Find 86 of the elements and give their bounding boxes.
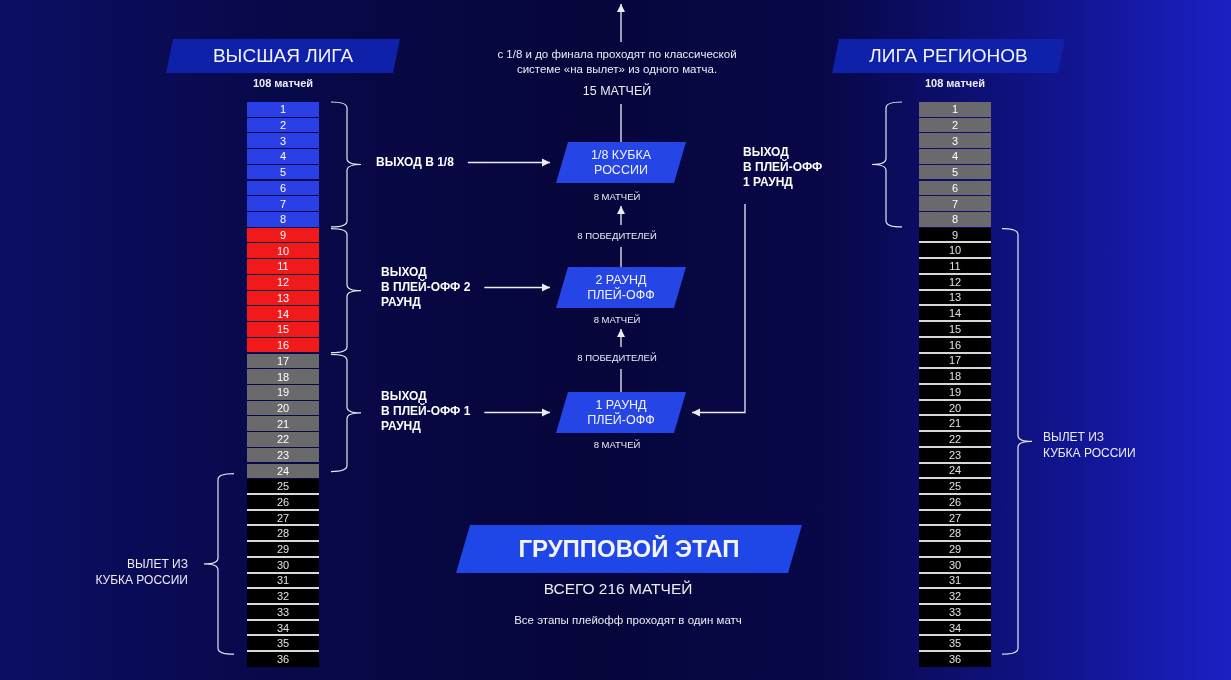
standing-row: 19: [247, 384, 319, 400]
standing-row: 3: [919, 133, 991, 149]
standing-row: 32: [247, 589, 319, 606]
standing-row: 33: [919, 605, 991, 621]
standing-row: 9: [247, 227, 319, 243]
standing-row: 13: [247, 290, 319, 306]
round-box: 1 РАУНД ПЛЕЙ-ОФФ: [556, 392, 686, 433]
qualification-label: ВЫХОД В ПЛЕЙ-ОФФ 1 РАУНД: [381, 389, 471, 434]
standing-row: 3: [247, 133, 319, 149]
standing-row: 36: [247, 652, 319, 667]
arrow: [617, 328, 625, 393]
standing-row: 21: [247, 416, 319, 431]
standing-row: 5: [247, 164, 319, 180]
standing-row: 9: [919, 227, 991, 244]
standing-row: 22: [919, 432, 991, 448]
stage-banner: ГРУППОВОЙ ЭТАП: [456, 525, 802, 573]
arrow: [617, 205, 625, 268]
qualification-label: ВЫХОД В ПЛЕЙ-ОФФ 1 РАУНД: [743, 145, 823, 190]
standing-row: 20: [247, 400, 319, 416]
standing-row: 11: [247, 259, 319, 274]
standing-row: 12: [247, 274, 319, 290]
elimination-label: ВЫЛЕТ ИЗ КУБКА РОССИИ: [1043, 429, 1136, 461]
standing-row: 5: [919, 164, 991, 180]
standing-row: 28: [247, 526, 319, 543]
standing-row: 6: [919, 180, 991, 196]
standing-row: 14: [919, 306, 991, 323]
arrow: [483, 283, 551, 292]
note-text: Все этапы плейофф проходят в один матч: [514, 613, 742, 628]
standing-row: 4: [919, 149, 991, 164]
standing-row: 36: [919, 652, 991, 667]
round-box: 1/8 КУБКА РОССИИ: [556, 142, 686, 183]
standing-row: 4: [247, 149, 319, 164]
standing-row: 23: [247, 447, 319, 463]
standing-row: 2: [919, 117, 991, 133]
arrow: [467, 158, 551, 167]
standing-row: 29: [919, 542, 991, 558]
standing-row: 17: [247, 353, 319, 369]
arrow: [483, 408, 551, 417]
standing-row: 35: [919, 636, 991, 653]
standing-row: 11: [919, 259, 991, 275]
standing-row: 16: [247, 337, 319, 353]
standing-row: 1: [919, 102, 991, 117]
standing-row: 7: [919, 196, 991, 211]
standing-row: 21: [919, 416, 991, 433]
standing-row: 35: [247, 636, 319, 653]
standing-row: 1: [247, 102, 319, 117]
standing-row: 7: [247, 196, 319, 211]
edge-label: 8 ПОБЕДИТЕЛЕЙ: [577, 352, 657, 364]
standing-row: 14: [247, 306, 319, 321]
standing-row: 8: [919, 212, 991, 227]
round-box: 2 РАУНД ПЛЕЙ-ОФФ: [556, 267, 686, 308]
standing-row: 25: [247, 479, 319, 495]
elimination-label: ВЫЛЕТ ИЗ КУБКА РОССИИ: [95, 556, 188, 588]
standing-row: 32: [919, 589, 991, 606]
match-count-caption: 8 МАТЧЕЙ: [593, 314, 641, 326]
match-count-caption: 8 МАТЧЕЙ: [593, 191, 641, 203]
match-count-caption: 8 МАТЧЕЙ: [593, 439, 641, 451]
standing-row: 15: [919, 322, 991, 338]
league-banner: ЛИГА РЕГИОНОВ: [832, 39, 1065, 73]
note-text: с 1/8 и до финала проходят по классической системе «на вылет» из одного матча.: [497, 47, 737, 77]
standing-row: 8: [247, 212, 319, 227]
standing-row: 33: [247, 605, 319, 621]
qualification-label: ВЫХОД В ПЛЕЙ-ОФФ 2 РАУНД: [381, 265, 471, 310]
standing-row: 6: [247, 180, 319, 196]
standing-row: 24: [247, 463, 319, 479]
standing-row: 10: [247, 243, 319, 259]
standing-row: 28: [919, 526, 991, 543]
edge-label: 15 МАТЧЕЙ: [582, 83, 652, 99]
arrow: [691, 203, 746, 417]
standing-row: 29: [247, 542, 319, 558]
standing-row: 26: [919, 495, 991, 511]
qualification-label: ВЫХОД В 1/8: [376, 155, 454, 170]
match-count-caption: 108 матчей: [252, 76, 314, 90]
league-banner: ВЫСШАЯ ЛИГА: [166, 39, 400, 73]
edge-label: 8 ПОБЕДИТЕЛЕЙ: [577, 230, 657, 242]
standing-row: 2: [247, 117, 319, 133]
arrow: [617, 3, 625, 143]
standing-row: 15: [247, 322, 319, 337]
standing-row: 25: [919, 479, 991, 495]
match-count-caption: ВСЕГО 216 МАТЧЕЙ: [543, 579, 693, 598]
standing-row: 18: [247, 369, 319, 384]
standing-row: 18: [919, 369, 991, 385]
standing-row: 26: [247, 495, 319, 511]
standing-row: 10: [919, 243, 991, 260]
standing-row: 22: [247, 432, 319, 447]
match-count-caption: 108 матчей: [924, 76, 986, 90]
